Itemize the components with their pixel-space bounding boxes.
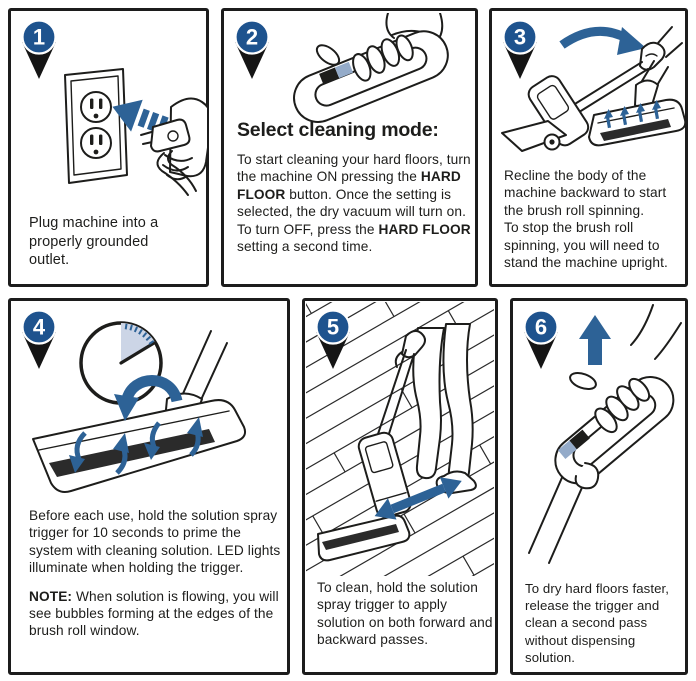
- brush-roll-spin-arrows-icon: [604, 100, 661, 129]
- step-3-badge: 3: [502, 19, 538, 79]
- step-4-badge: 4: [21, 309, 57, 369]
- step-6-caption: To dry hard floors faster, release the t…: [525, 581, 670, 665]
- step-number: 1: [33, 25, 45, 50]
- step-1-caption: Plug machine into a properly grounded ou…: [29, 215, 159, 268]
- step-2-panel: 2 Select clean: [221, 8, 478, 287]
- badge-circle: [502, 19, 538, 55]
- step-number: 2: [246, 25, 258, 50]
- prime-solution-illustration: [32, 321, 247, 493]
- reclined-machine-icon: [501, 26, 683, 152]
- step-4-caption: Before each use, hold the solution spray…: [29, 507, 285, 640]
- badge-circle: [315, 309, 351, 345]
- mode-button-dark-segment: [569, 429, 590, 450]
- release-trigger-illustration: [528, 304, 682, 564]
- mode-button-blue-segment: [557, 440, 577, 459]
- release-up-arrow-icon: [579, 315, 611, 365]
- thumb-icon: [315, 44, 341, 66]
- mode-button-dark-segment: [319, 67, 340, 85]
- step-1-panel: 1: [8, 8, 209, 287]
- badge-circle: [523, 309, 559, 345]
- step-3-panel: 3: [489, 8, 688, 287]
- hand-pressing-mode-button-illustration: [293, 13, 449, 123]
- badge-circle: [21, 309, 57, 345]
- step-6-badge: 6: [523, 309, 559, 369]
- step-1-badge: 1: [21, 19, 57, 79]
- wall-outlet-icon: [64, 68, 128, 184]
- person-legs-icon: [412, 323, 477, 494]
- step-4-panel: 4: [8, 298, 290, 675]
- step-4-paragraph: Before each use, hold the solution spray…: [29, 508, 281, 576]
- mode-button-blue-segment: [334, 61, 354, 79]
- fingers-icon: [352, 34, 414, 82]
- step-2-badge: 2: [234, 19, 270, 79]
- badge-circle: [234, 19, 270, 55]
- step-5-caption: To clean, hold the solution spray trigge…: [317, 580, 493, 648]
- cleaning-passes-illustration: [306, 302, 494, 576]
- recline-machine-illustration: [501, 26, 686, 152]
- handle-loop-icon: [293, 30, 449, 123]
- step-number: 6: [535, 315, 547, 340]
- vacuum-machine-icon: [317, 330, 426, 562]
- step-number: 3: [514, 25, 526, 50]
- step-number: 4: [33, 315, 46, 340]
- step-5-panel: 5: [302, 298, 498, 675]
- solution-flow-arrows-icon: [69, 375, 203, 475]
- note-label: NOTE:: [29, 588, 73, 604]
- step-6-panel: 6: [510, 298, 688, 675]
- handle-loop-icon: [554, 376, 675, 485]
- wood-floor-icon: [306, 302, 494, 576]
- brush-head-icon: [32, 330, 247, 493]
- arm-icon: [630, 304, 682, 360]
- badge-circle: [21, 19, 57, 55]
- step-2-body: To start cleaning your hard floors, turn…: [237, 152, 471, 255]
- step-4-note: NOTE: When solution is flowing, you will…: [29, 588, 279, 639]
- forward-backward-arrow-icon: [374, 477, 462, 520]
- brush-head-detail-icon: [588, 60, 686, 147]
- hand-with-plug-icon: [140, 97, 207, 196]
- step-3-caption: Recline the body of the machine backward…: [504, 167, 688, 271]
- step-2-heading: Select cleaning mode:: [237, 119, 439, 141]
- hand-on-handle-icon: [401, 330, 426, 359]
- thumb-icon: [569, 371, 597, 391]
- step-3-caption-line-1: Recline the body of the machine backward…: [504, 168, 667, 218]
- timer-clock-icon: [79, 321, 163, 405]
- step-number: 5: [327, 315, 339, 340]
- recline-arrow-icon: [559, 26, 646, 55]
- trigger-icon: [574, 462, 600, 490]
- outlet-plug-illustration: [64, 68, 207, 196]
- step-3-caption-line-2: To stop the brush roll spinning, you wil…: [504, 220, 668, 271]
- step-5-badge: 5: [315, 309, 351, 369]
- fingers-icon: [594, 377, 651, 434]
